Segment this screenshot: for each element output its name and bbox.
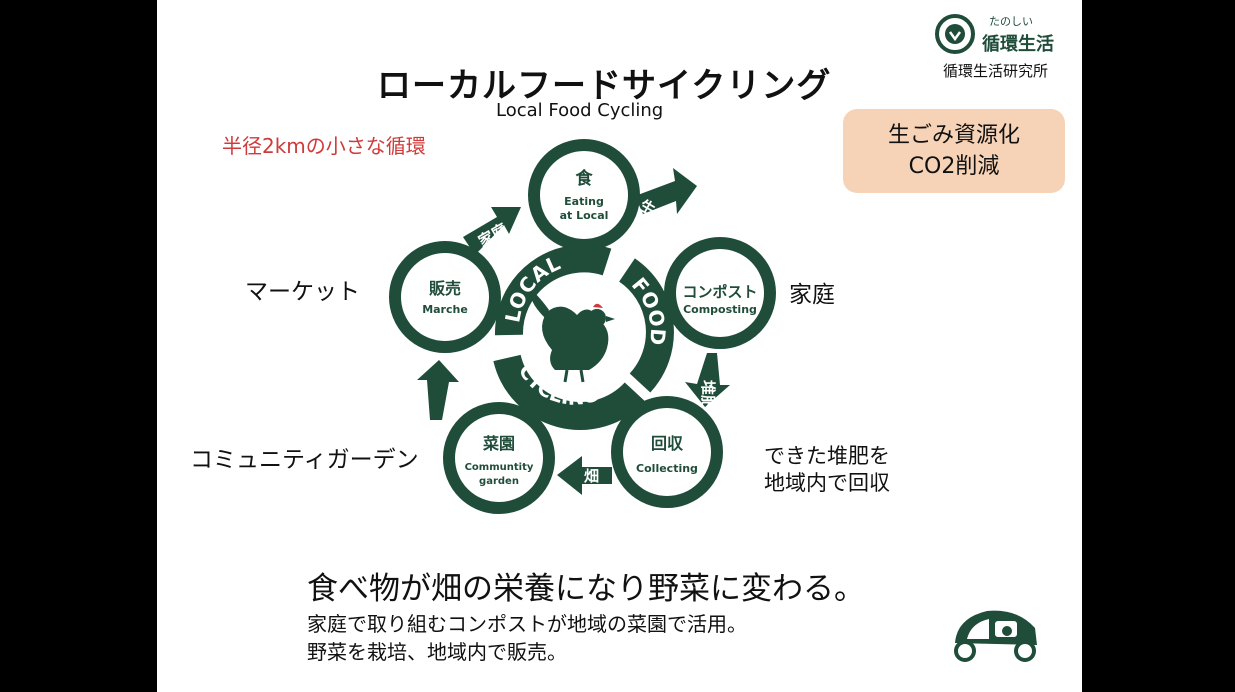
node-compost <box>664 237 776 349</box>
logo-main-text: 循環生活 <box>982 34 1054 55</box>
node-eat-en1: Eating <box>564 195 604 208</box>
side-label-collect-line1: できた堆肥を <box>764 444 890 468</box>
svg-text:FOOD: FOOD <box>627 273 670 348</box>
callout-line2: CO2削減 <box>908 154 1000 179</box>
cycle-diagram: 生ごみ 堆肥 畑 有機野菜 家庭 LOCAL FOOD CYCLING <box>389 139 776 514</box>
center-arc-cycling <box>493 354 646 430</box>
callout-box: 生ごみ資源化 CO2削減 <box>843 109 1065 193</box>
logo-small-text: たのしい <box>989 15 1033 28</box>
node-eat-jp: 食 <box>576 168 594 189</box>
node-market <box>389 241 501 353</box>
node-eat-en2: at Local <box>560 209 609 222</box>
node-compost-en: Composting <box>683 303 757 316</box>
arrow-label-field: 畑 <box>583 467 599 485</box>
body-line2: 野菜を栽培、地域内で販売。 <box>307 640 567 664</box>
radius-note: 半径2kmの小さな循環 <box>222 134 426 158</box>
node-compost-jp: コンポスト <box>682 283 757 301</box>
node-collect-jp: 回収 <box>651 434 684 453</box>
arrow-eat-to-compost <box>635 168 697 214</box>
side-label-collect-line2: 地域内で回収 <box>764 471 890 495</box>
headline: 食べ物が畑の栄養になり野菜に変わる。 <box>307 571 865 607</box>
body-line1: 家庭で取り組むコンポストが地域の菜園で活用。 <box>307 612 747 636</box>
node-garden-en2: garden <box>479 476 519 487</box>
logo-org-name: 循環生活研究所 <box>943 62 1049 80</box>
side-label-home: 家庭 <box>789 282 835 308</box>
center-arc-local <box>495 244 612 336</box>
arrow-garden-to-market <box>417 360 459 420</box>
arrow-collect-to-garden <box>557 456 612 495</box>
callout-line1: 生ごみ資源化 <box>887 123 1020 148</box>
rooster-icon <box>530 290 615 383</box>
node-collect <box>611 396 723 508</box>
logo-badge-icon <box>935 14 975 54</box>
node-garden-en1: Communtity <box>465 462 534 473</box>
node-market-jp: 販売 <box>429 279 461 298</box>
node-eat <box>528 139 640 251</box>
center-text-food: FOOD <box>627 273 668 348</box>
node-garden <box>443 402 555 514</box>
center-arc-food <box>618 258 674 393</box>
arrow-label-compost: 堆肥 <box>699 380 717 410</box>
node-garden-jp: 菜園 <box>482 434 515 453</box>
node-market-en: Marche <box>422 303 468 316</box>
arrow-compost-to-collect <box>685 353 730 407</box>
cargo-bike-icon <box>954 610 1037 662</box>
node-collect-en: Collecting <box>636 462 698 475</box>
slide: たのしい 循環生活 循環生活研究所 ローカルフードサイクリング Local Fo… <box>157 0 1082 692</box>
side-label-community-garden: コミュニティガーデン <box>190 447 419 473</box>
page-subtitle: Local Food Cycling <box>496 100 664 121</box>
side-label-market: マーケット <box>245 279 360 305</box>
page-title: ローカルフードサイクリング <box>377 66 832 106</box>
arrow-market-to-eat <box>463 207 521 255</box>
